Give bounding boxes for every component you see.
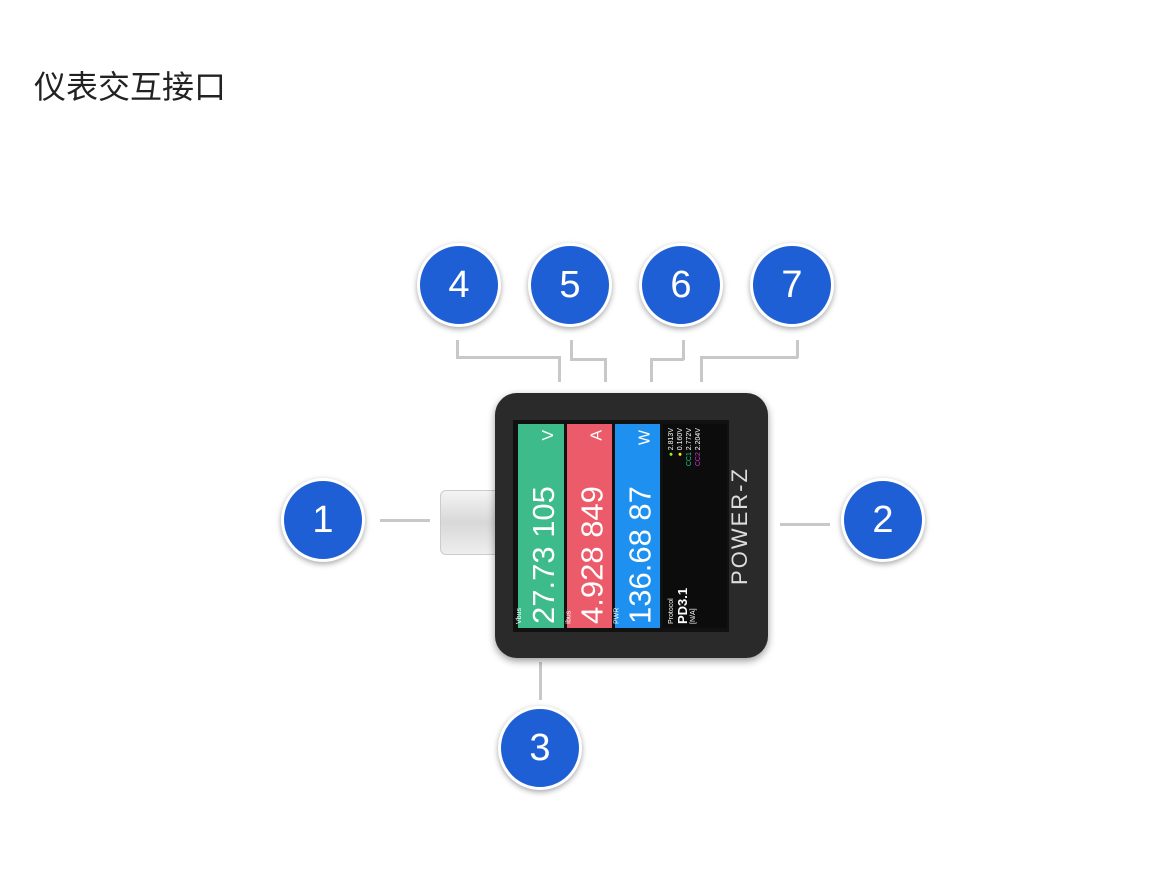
voltage-value: 27.73 105 [526, 486, 561, 624]
callout-7: 7 [750, 243, 834, 327]
line-6 [650, 358, 653, 382]
line-7 [796, 340, 799, 358]
cc1-voltage: 2.772V [686, 428, 693, 451]
brand-text: POWER-Z [727, 467, 752, 585]
current-unit: A [588, 430, 605, 441]
line-4 [558, 356, 561, 382]
voltage-panel: Vbus 27.73 105 V [516, 424, 564, 628]
voltage-label: Vbus [516, 608, 523, 624]
line-5 [570, 340, 573, 360]
line-6 [650, 358, 684, 361]
current-value: 4.928 849 [574, 486, 609, 624]
info-panel: Protocol PD3.1 [N/A] ● 2.813V ● 0.160V C… [663, 424, 727, 628]
callout-1: 1 [281, 478, 365, 562]
power-value: 136.68 87 [622, 486, 657, 624]
power-label: PWR [613, 607, 620, 624]
protocol-sub: [N/A] [690, 608, 697, 624]
callout-2: 2 [841, 478, 925, 562]
line-5 [570, 358, 606, 361]
line-7 [700, 356, 798, 359]
line-5 [604, 358, 607, 382]
line-1 [380, 519, 430, 522]
callout-5: 5 [528, 243, 612, 327]
dp-voltage: 2.813V [668, 428, 675, 451]
line-4 [456, 356, 560, 359]
line-4 [456, 340, 459, 358]
brand-logo: POWER-Z [700, 420, 780, 632]
dm-voltage: 0.160V [677, 428, 684, 451]
callout-6: 6 [639, 243, 723, 327]
current-label: Ibus [565, 610, 572, 624]
line-7 [700, 356, 703, 382]
line-2 [780, 523, 830, 526]
line-6 [682, 340, 685, 360]
voltage-unit: V [540, 430, 557, 441]
power-unit: W [636, 430, 653, 446]
cc1-label: CC1 [686, 452, 693, 467]
callout-3: 3 [498, 706, 582, 790]
protocol-value: PD3.1 [675, 587, 690, 624]
power-panel: PWR 136.68 87 W [613, 424, 660, 628]
callout-4: 4 [417, 243, 501, 327]
current-panel: Ibus 4.928 849 A [565, 424, 612, 628]
line-3 [539, 662, 542, 700]
page-title: 仪表交互接口 [34, 68, 227, 106]
